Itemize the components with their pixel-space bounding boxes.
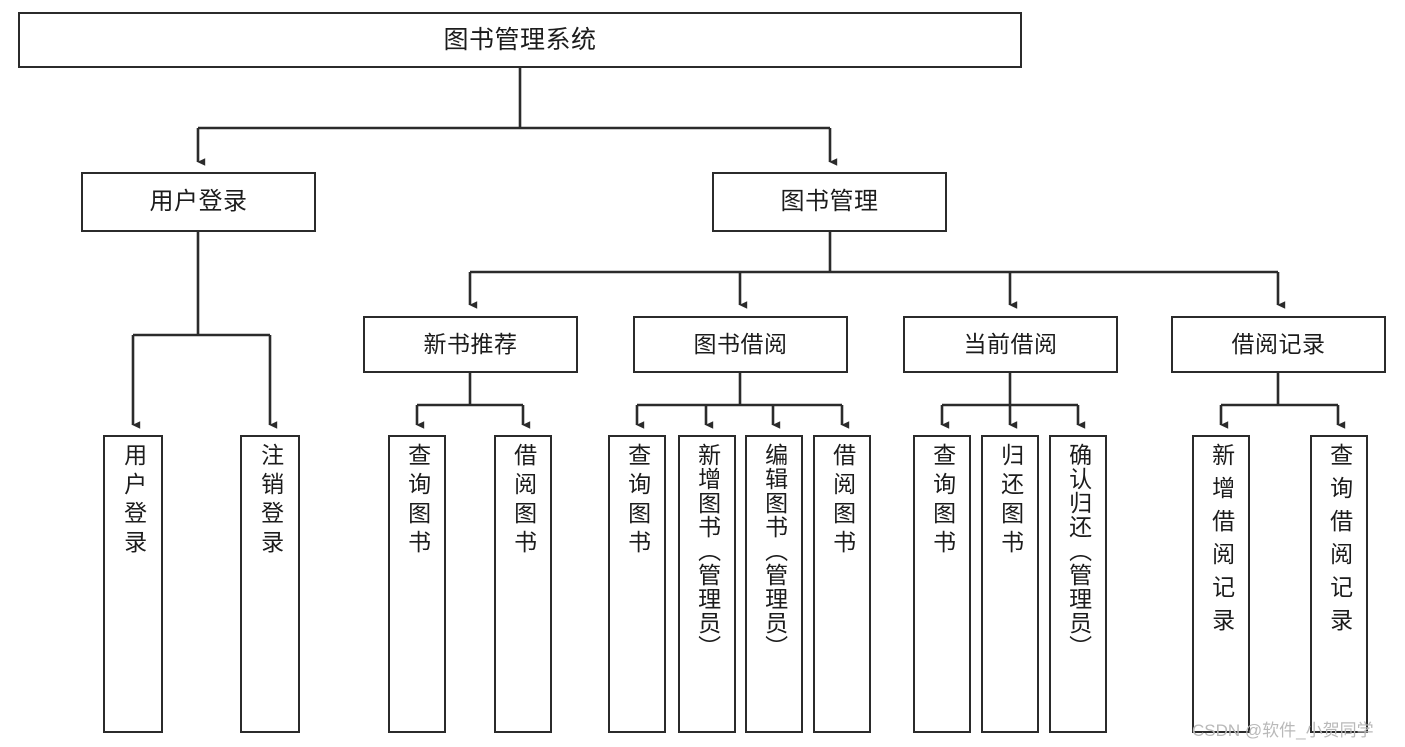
leaf-add-book-admin[interactable]: 新增图书（管理员） <box>678 435 736 733</box>
leaf-return-book[interactable]: 归还图书 <box>981 435 1039 733</box>
node-label: 查询图书 <box>929 443 956 559</box>
node-user-login[interactable]: 用户登录 <box>81 172 316 232</box>
leaf-query-book-current[interactable]: 查询图书 <box>913 435 971 733</box>
node-label: 新增借阅记录 <box>1208 443 1235 641</box>
node-label: 注销登录 <box>257 443 284 559</box>
watermark-csdn: CSDN @软件_小贺同学 <box>1192 716 1374 741</box>
node-borrow-record[interactable]: 借阅记录 <box>1171 316 1386 373</box>
node-book-management[interactable]: 图书管理 <box>712 172 947 232</box>
leaf-borrow-book-recommend[interactable]: 借阅图书 <box>494 435 552 733</box>
node-label: 编辑图书（管理员） <box>761 443 788 659</box>
node-label: 归还图书 <box>997 443 1024 559</box>
node-root-book-management-system[interactable]: 图书管理系统 <box>18 12 1022 68</box>
leaf-logout[interactable]: 注销登录 <box>240 435 300 733</box>
leaf-edit-book-admin[interactable]: 编辑图书（管理员） <box>745 435 803 733</box>
node-label: 查询图书 <box>404 443 431 559</box>
node-label: 确认归还（管理员） <box>1065 443 1092 659</box>
node-label: 查询图书 <box>624 443 651 559</box>
node-label: 图书借阅 <box>693 331 788 358</box>
node-label: 新书推荐 <box>423 331 518 358</box>
node-new-book-recommend[interactable]: 新书推荐 <box>363 316 578 373</box>
leaf-query-book-borrow[interactable]: 查询图书 <box>608 435 666 733</box>
leaf-borrow-book[interactable]: 借阅图书 <box>813 435 871 733</box>
leaf-query-book-recommend[interactable]: 查询图书 <box>388 435 446 733</box>
node-label: 用户登录 <box>149 188 248 216</box>
node-label: 图书管理系统 <box>443 25 597 54</box>
leaf-user-login[interactable]: 用户登录 <box>103 435 163 733</box>
leaf-add-borrow-record[interactable]: 新增借阅记录 <box>1192 435 1250 733</box>
node-label: 查询借阅记录 <box>1326 443 1353 641</box>
node-label: 借阅图书 <box>510 443 537 559</box>
node-label: 借阅图书 <box>829 443 856 559</box>
node-label: 用户登录 <box>120 443 147 559</box>
node-label: 借阅记录 <box>1231 331 1326 358</box>
node-label: 图书管理 <box>780 188 879 216</box>
leaf-query-borrow-record[interactable]: 查询借阅记录 <box>1310 435 1368 733</box>
watermark-text: CSDN @软件_小贺同学 <box>1192 721 1374 740</box>
node-current-borrow[interactable]: 当前借阅 <box>903 316 1118 373</box>
node-book-borrow[interactable]: 图书借阅 <box>633 316 848 373</box>
node-label: 新增图书（管理员） <box>694 443 721 659</box>
node-label: 当前借阅 <box>963 331 1058 358</box>
leaf-confirm-return-admin[interactable]: 确认归还（管理员） <box>1049 435 1107 733</box>
